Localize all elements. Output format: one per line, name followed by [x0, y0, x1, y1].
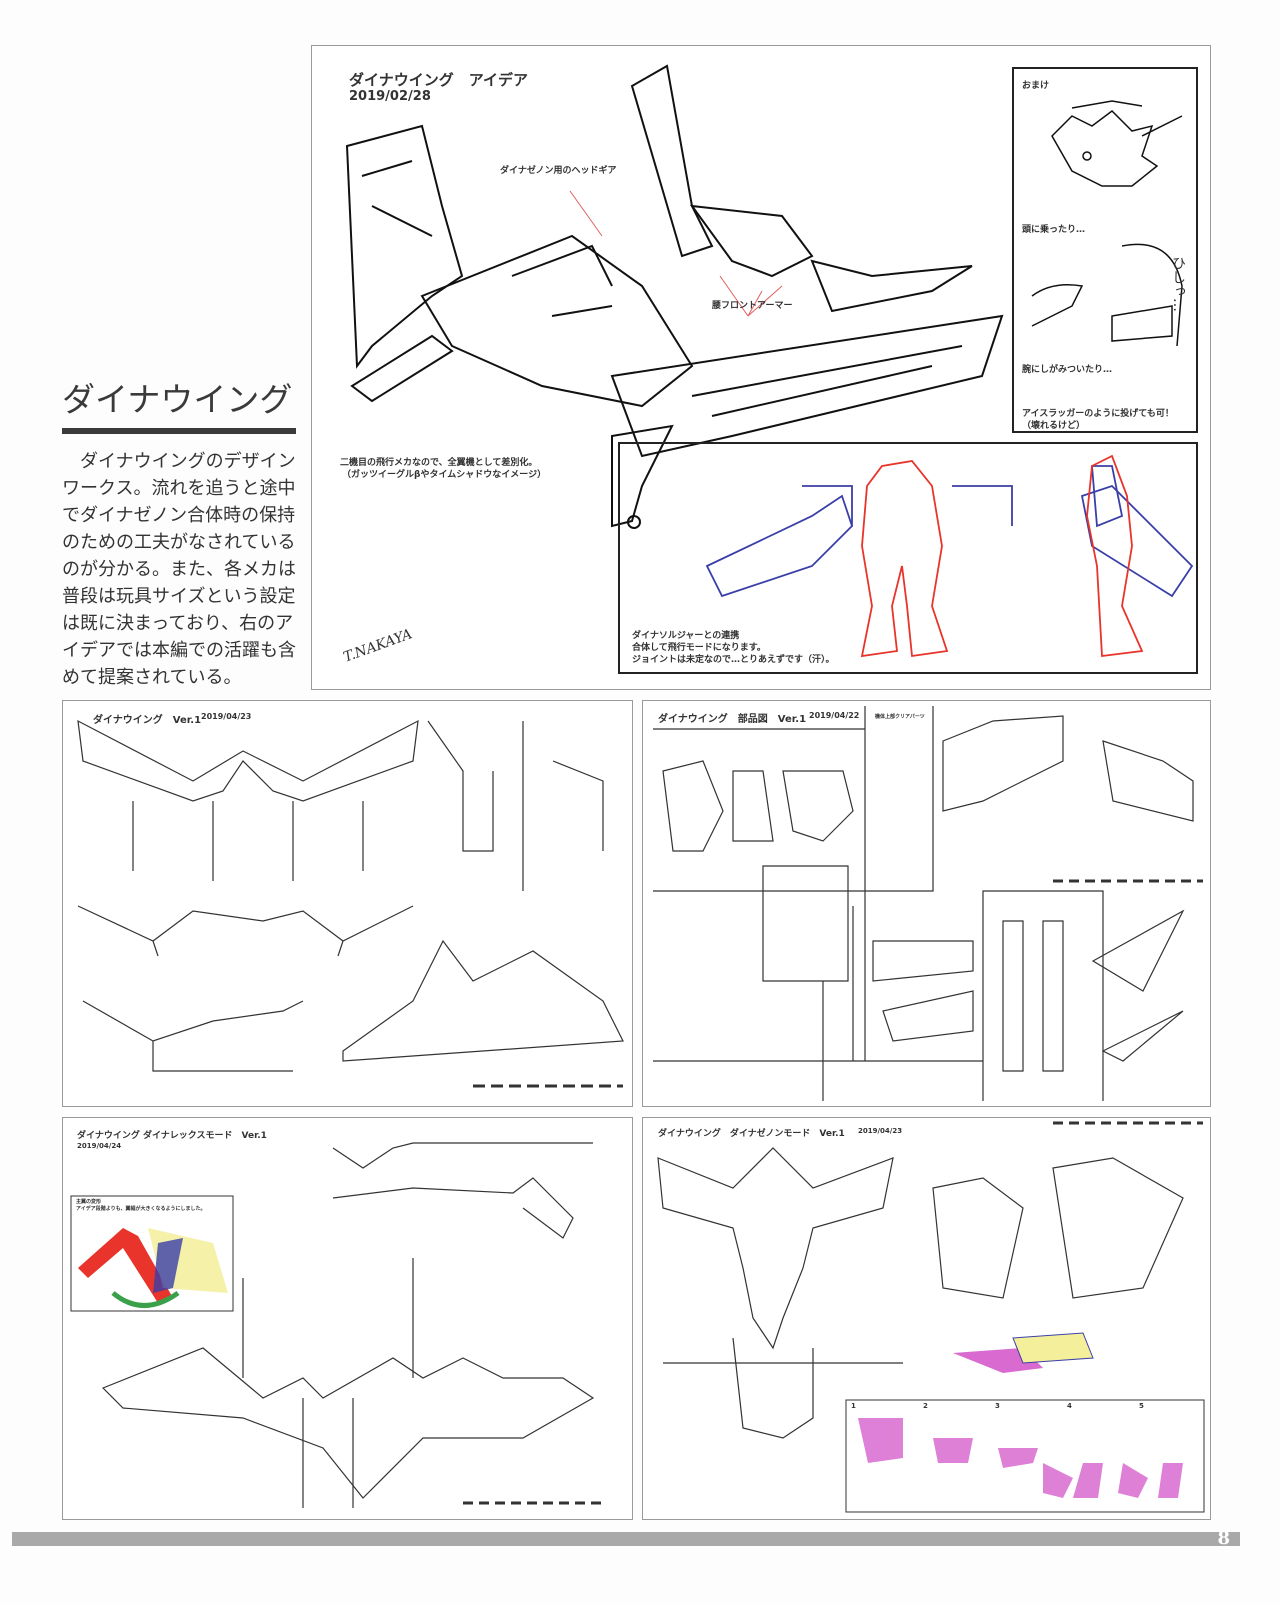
ver1-title: ダイナウイング Ver.1	[93, 715, 202, 726]
heading-underline	[62, 428, 296, 434]
step-number: 1	[851, 1402, 856, 1410]
omake-caption3-line1: アイスラッガーのように投げても可！	[1022, 409, 1174, 419]
dynarex-drawing	[70, 1142, 603, 1508]
omake-title: おまけ	[1022, 81, 1050, 91]
ver1-date: 2019/04/23	[201, 712, 252, 721]
body-line: 普段は玩具サイズという設定	[62, 586, 296, 607]
combo-line2: 合体して飛行モードになります。	[632, 643, 766, 653]
body-line: のが分かる。また、各メカは	[62, 559, 296, 580]
idea-sketch	[345, 64, 1198, 674]
inset-note: アイデア段階よりも、翼幅が大きくなるようにしました。	[76, 1206, 206, 1212]
body-line: でダイナゼノン合体時の保持	[62, 505, 296, 526]
dynazenon-panel: ダイナウイング ダイナゼノンモード Ver.1 2019/04/23 1 2 3…	[642, 1117, 1211, 1520]
article-body: ダイナウイングのデザイン ワークス。流れを追うと途中 でダイナゼノン合体時の保持…	[62, 448, 302, 691]
body-line: ワークス。流れを追うと途中	[62, 478, 296, 499]
parts-title: ダイナウイング 部品図 Ver.1	[658, 714, 807, 725]
parts-date: 2019/04/22	[809, 711, 860, 720]
article-heading: ダイナウイング	[62, 380, 293, 419]
dynazenon-date: 2019/04/23	[858, 1127, 903, 1135]
idea-note-line2: （ガッツイーグルβやタイムシャドウなイメージ）	[342, 470, 547, 480]
parts-panel: ダイナウイング 部品図 Ver.1 2019/04/22 機体上部クリアパーツ	[642, 700, 1211, 1107]
omake-caption2: 腕にしがみついたり…	[1022, 365, 1113, 375]
step-number: 3	[995, 1402, 1000, 1410]
dynazenon-drawing	[657, 1121, 1205, 1513]
dynarex-title: ダイナウイング ダイナレックスモード Ver.1	[77, 1131, 267, 1141]
dynarex-panel: ダイナウイング ダイナレックスモード Ver.1 2019/04/24 主翼の変…	[62, 1117, 633, 1520]
idea-title: ダイナウイング アイデア	[349, 71, 528, 89]
ver1-drawing	[77, 719, 624, 1088]
combo-line3: ジョイントは未定なので…とりあえずです（汗）。	[632, 655, 835, 665]
body-line: イデアでは本編での活躍も含	[62, 640, 296, 661]
idea-note-line1: 二機目の飛行メカなので、全翼機として差別化。	[340, 458, 538, 468]
ver1-panel: ダイナウイング Ver.1 2019/04/23	[62, 700, 633, 1107]
inset-title: 主翼の変形	[76, 1199, 102, 1205]
idea-panel: ダイナウイング アイデア 2019/02/28 ダイナゼノン用のヘッドギア 腰フ…	[311, 45, 1211, 690]
label-headgear: ダイナゼノン用のヘッドギア	[500, 166, 617, 176]
dynarex-date: 2019/04/24	[77, 1142, 122, 1150]
omake-caption1: 頭に乗ったり…	[1022, 225, 1086, 235]
parts-drawing	[653, 706, 1203, 1101]
step-number: 5	[1139, 1402, 1144, 1410]
body-line: めて提案されている。	[62, 667, 242, 688]
combo-line1: ダイナソルジャーとの連携	[632, 631, 740, 641]
idea-date: 2019/02/28	[349, 89, 431, 104]
page-number: 8	[1217, 1528, 1230, 1549]
page-footer-bar	[12, 1532, 1240, 1546]
step-number: 4	[1067, 1402, 1072, 1410]
body-line: は既に決まっており、右のア	[62, 613, 294, 634]
step-number: 2	[923, 1402, 928, 1410]
label-waist-armor: 腰フロントアーマー	[712, 301, 793, 311]
dynazenon-title: ダイナウイング ダイナゼノンモード Ver.1	[658, 1129, 845, 1139]
omake-caption3-line2: （壊れるけど）	[1022, 421, 1086, 431]
parts-label-clear: 機体上部クリアパーツ	[875, 714, 925, 720]
body-line: ダイナウイングのデザイン	[62, 451, 296, 472]
omake-sfx: ひしっ…	[1170, 256, 1186, 312]
body-line: のための工夫がなされている	[62, 532, 296, 553]
